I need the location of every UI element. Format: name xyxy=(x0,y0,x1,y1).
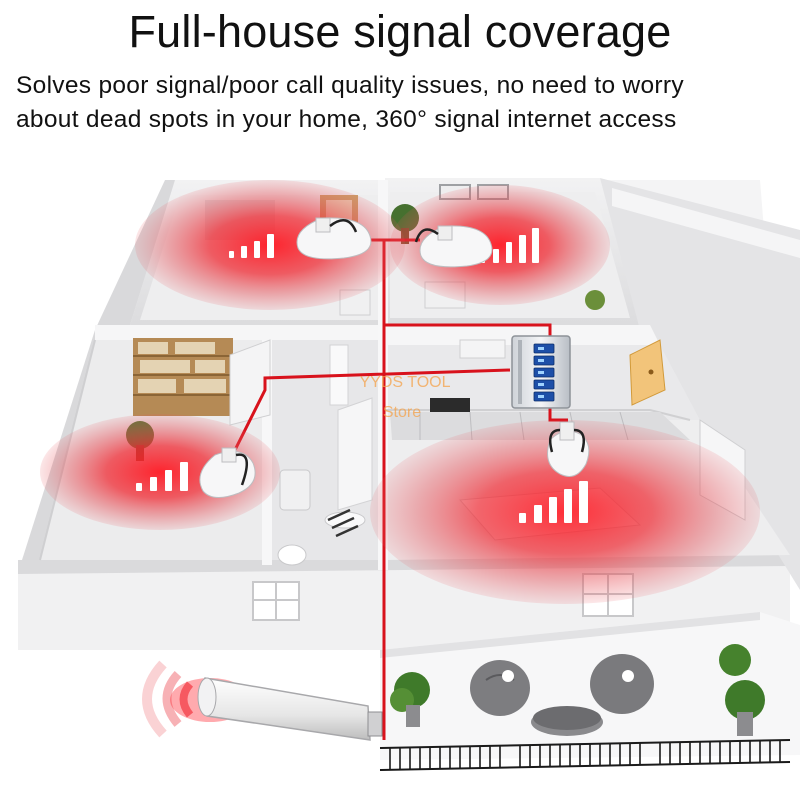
front-window-left xyxy=(252,581,300,621)
page-title: Full-house signal coverage xyxy=(128,6,672,57)
subtitle-line-2: about dead spots in your home, 360° sign… xyxy=(16,106,677,133)
signal-bars-icon xyxy=(229,234,274,258)
signal-booster-icon xyxy=(511,335,571,409)
patio-table xyxy=(531,706,603,736)
patio-plant-left xyxy=(390,672,430,727)
watermark-line-2: Store xyxy=(383,404,421,421)
patio-chair-left xyxy=(470,660,530,716)
watermark-line-1: YYDS TOOL xyxy=(360,374,451,391)
patio-chair-right xyxy=(590,654,654,714)
signal-zone-left xyxy=(40,414,280,530)
signal-wave-icon xyxy=(142,660,194,738)
ceiling-antenna-icon xyxy=(547,421,590,477)
signal-bars-icon xyxy=(519,481,588,523)
ceiling-antenna-icon xyxy=(199,447,256,498)
outdoor-antenna-icon xyxy=(197,677,383,741)
signal-bars-icon xyxy=(136,462,188,491)
ceiling-antenna-icon xyxy=(414,225,493,268)
subtitle-line-1: Solves poor signal/poor call quality iss… xyxy=(16,72,684,99)
ceiling-antenna-icon xyxy=(296,217,372,260)
patio-fence xyxy=(379,739,791,771)
signal-zone-top-right xyxy=(390,185,610,305)
patio-plant-right xyxy=(719,644,765,736)
